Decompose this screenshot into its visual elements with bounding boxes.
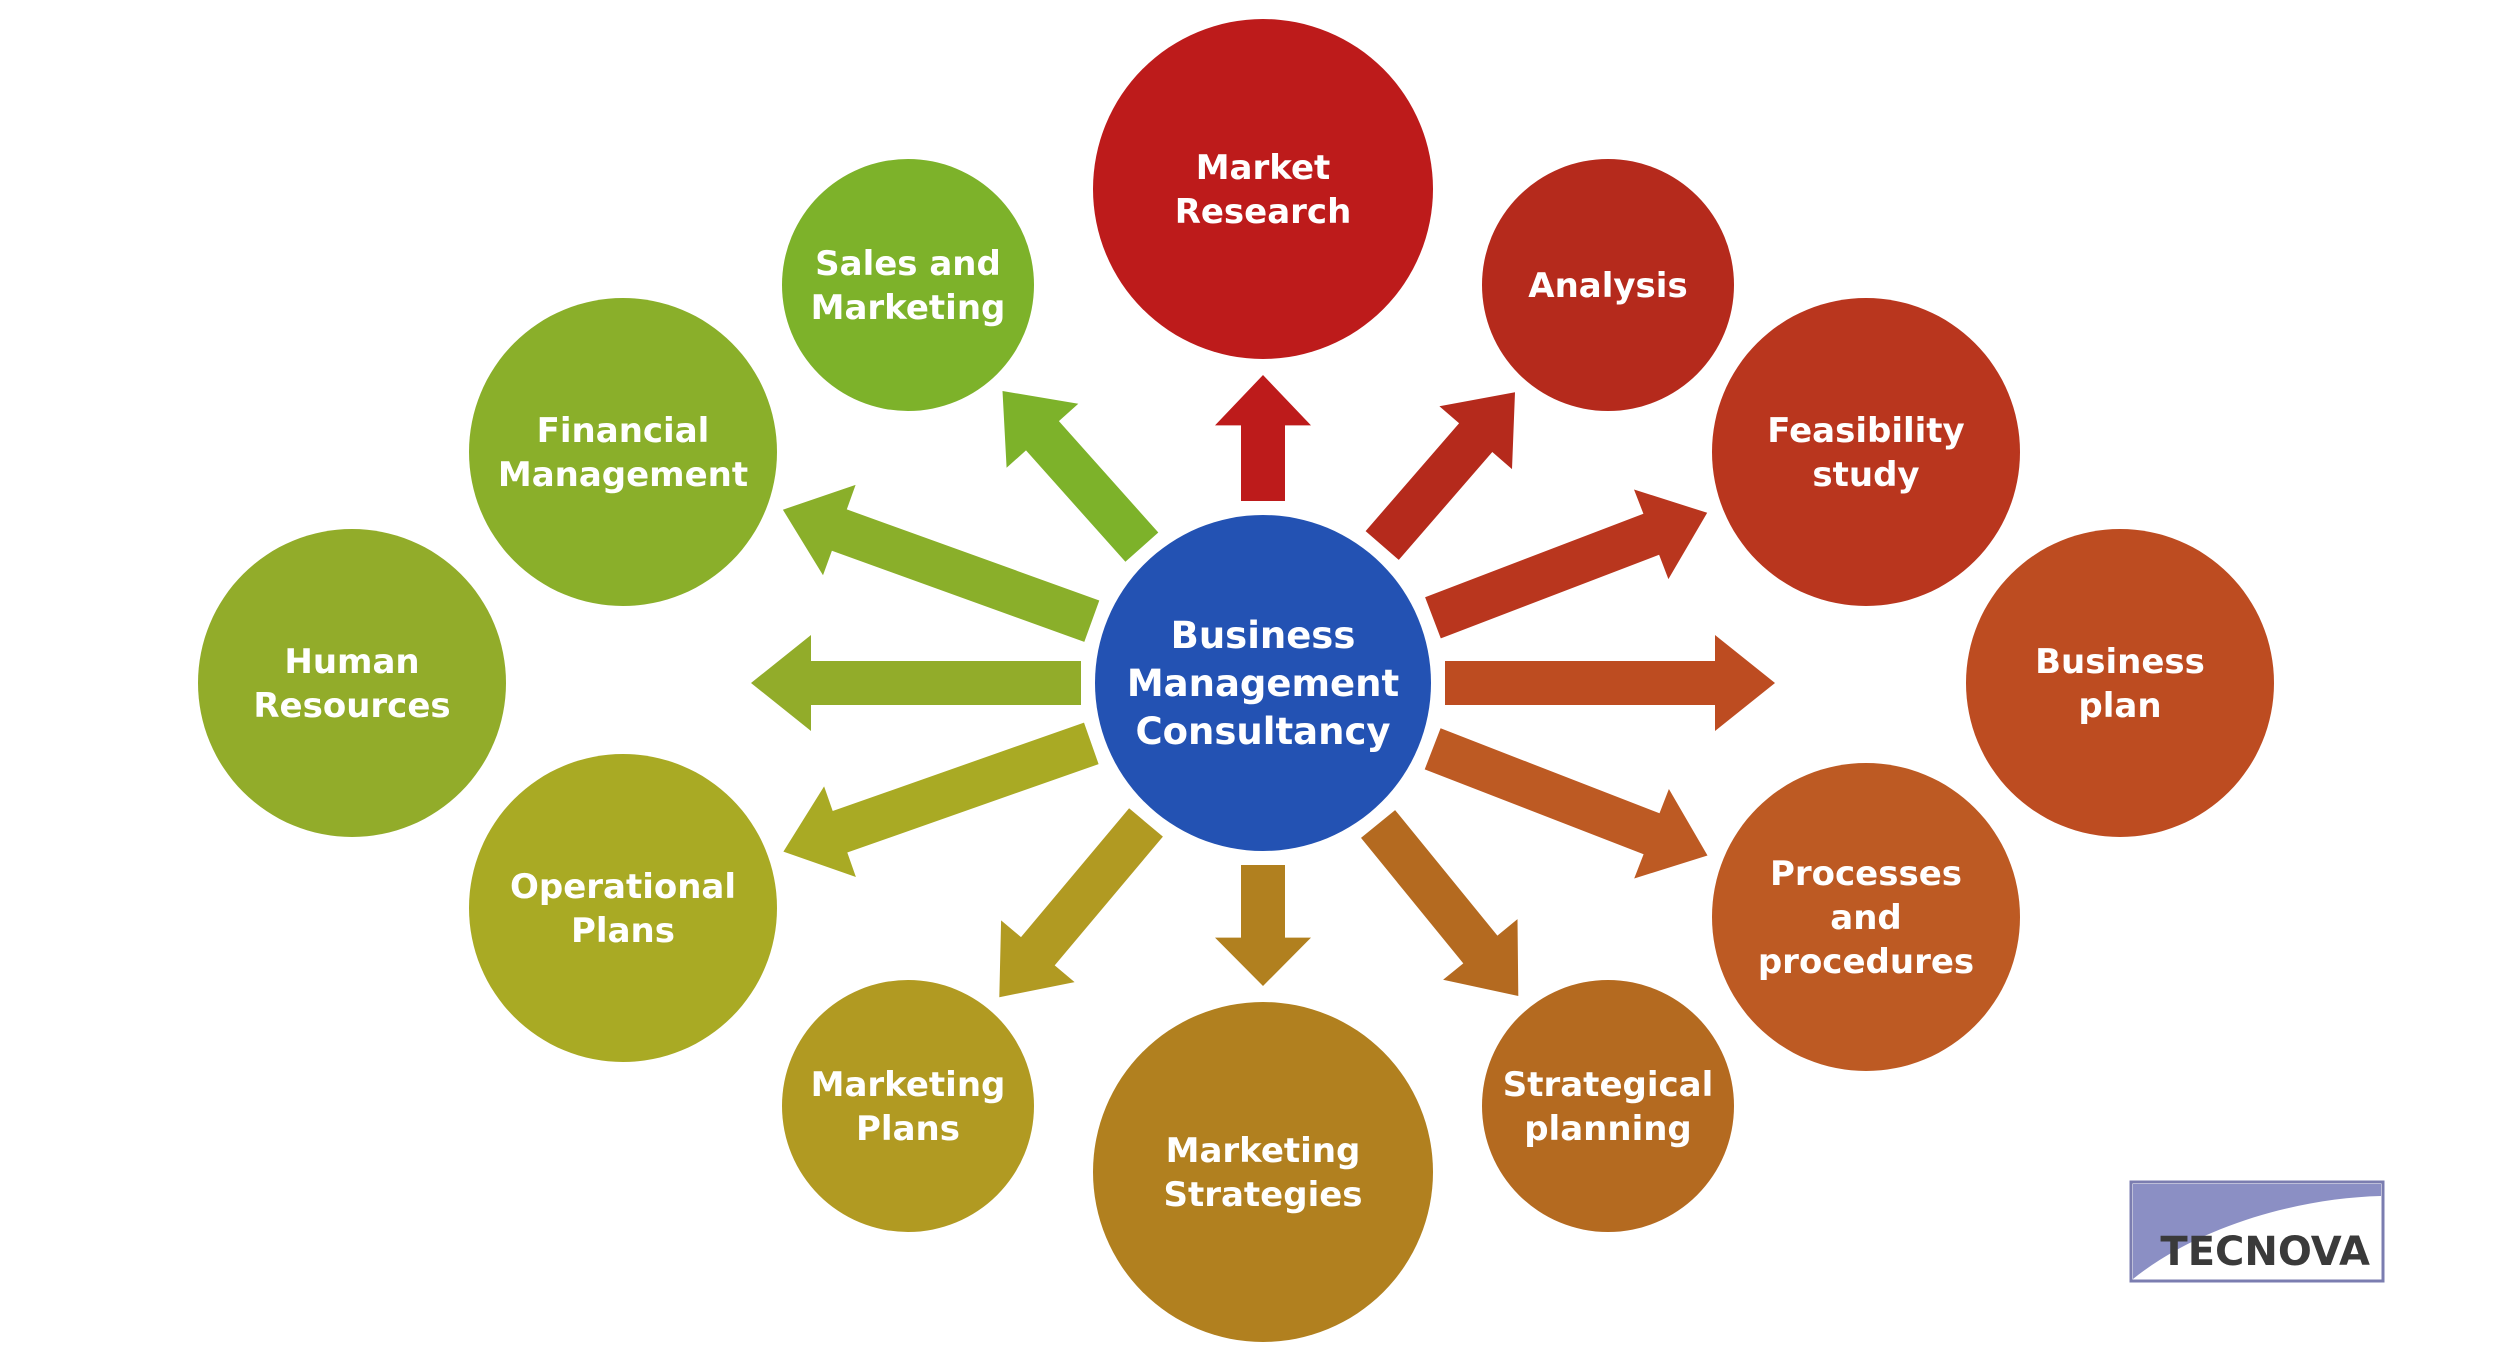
arrow-to-market-research: [1215, 375, 1311, 501]
nodes-layer: MarketResearchAnalysisFeasibilitystudyBu…: [198, 19, 2274, 1342]
node-label-operational-plans: Plans: [571, 911, 675, 951]
arrow-to-marketing-strategies: [1215, 865, 1311, 986]
arrow-to-sales-and-marketing: [1002, 391, 1159, 562]
node-label-marketing-strategies: Marketing: [1166, 1131, 1361, 1171]
node-circle-financial-management: [469, 298, 777, 606]
node-label-market-research: Market: [1196, 148, 1331, 188]
node-label-financial-management: Management: [498, 455, 748, 495]
node-label-strategical-planning: planning: [1524, 1109, 1692, 1149]
node-label-marketing-plans: Marketing: [811, 1065, 1006, 1105]
node-label-sales-and-marketing: Sales and: [815, 244, 1001, 284]
node-circle-marketing-plans: [782, 980, 1034, 1232]
logo-swoosh: [2133, 1184, 2381, 1279]
arrow-to-strategical-planning: [1361, 810, 1519, 996]
node-circle-business-plan: [1966, 529, 2274, 837]
arrow-to-business-plan: [1445, 635, 1775, 731]
node-label-feasibility-study: Feasibility: [1767, 411, 1964, 451]
node-circle-analysis: [1482, 159, 1734, 411]
node-circle-operational-plans: [469, 754, 777, 1062]
node-label-human-resources: Human: [284, 642, 419, 682]
node-label-market-research: Research: [1175, 192, 1352, 232]
node-circle-marketing-strategies: [1093, 1002, 1433, 1342]
arrow-to-processes-and-procedures: [1424, 728, 1708, 879]
arrow-to-analysis: [1365, 392, 1515, 560]
node-circle-processes-and-procedures: [1712, 763, 2020, 1071]
center-label: Consultancy: [1135, 710, 1390, 753]
center-label: Management: [1127, 662, 1399, 705]
node-label-marketing-strategies: Strategies: [1163, 1175, 1362, 1215]
node-circle-strategical-planning: [1482, 980, 1734, 1232]
node-label-sales-and-marketing: Marketing: [811, 288, 1006, 328]
node-circle-human-resources: [198, 529, 506, 837]
node-label-analysis: Analysis: [1528, 266, 1687, 306]
node-circle-market-research: [1093, 19, 1433, 359]
node-analysis: Analysis: [1482, 159, 1734, 411]
node-circle-feasibility-study: [1712, 298, 2020, 606]
arrow-to-marketing-plans: [999, 808, 1163, 998]
node-label-processes-and-procedures: Processes: [1770, 854, 1962, 894]
tecnova-logo: TECNOVA: [2129, 1180, 2385, 1283]
arrows-layer: [751, 375, 1775, 998]
arrow-to-operational-plans: [783, 722, 1099, 877]
node-label-business-plan: Business: [2035, 642, 2205, 682]
node-label-financial-management: Financial: [537, 411, 710, 451]
arrow-to-human-resources: [751, 635, 1081, 731]
node-label-marketing-plans: Plans: [856, 1109, 960, 1149]
node-label-processes-and-procedures: and: [1830, 898, 1902, 938]
logo-wordmark: TECNOVA: [2160, 1229, 2370, 1275]
arrow-to-financial-management: [782, 484, 1100, 642]
node-label-operational-plans: Operational: [510, 867, 736, 907]
node-label-business-plan: plan: [2078, 686, 2161, 726]
center-circle: [1095, 515, 1431, 851]
center-label: Business: [1171, 614, 1356, 657]
node-label-feasibility-study: study: [1812, 455, 1919, 495]
node-label-processes-and-procedures: procedures: [1758, 942, 1974, 982]
arrow-to-feasibility-study: [1425, 489, 1708, 639]
node-label-strategical-planning: Strategical: [1503, 1065, 1714, 1105]
node-circle-sales-and-marketing: [782, 159, 1034, 411]
node-label-human-resources: Resources: [253, 686, 450, 726]
